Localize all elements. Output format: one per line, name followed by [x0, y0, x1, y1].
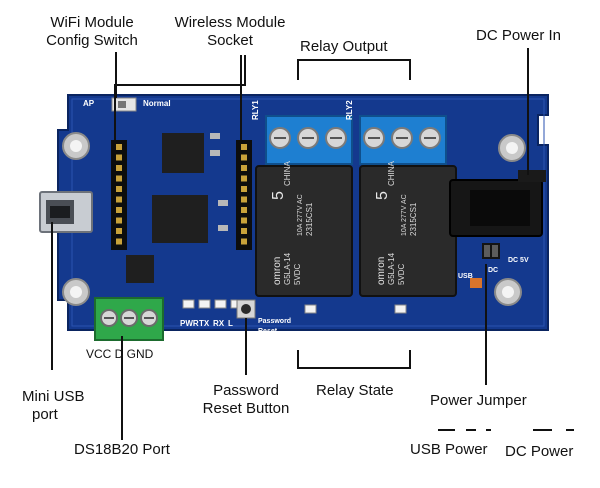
- relay-1-model-number: 5: [270, 191, 287, 200]
- silk-usb: USB: [458, 273, 473, 280]
- header-pin: [116, 217, 122, 224]
- header-pin: [241, 154, 247, 161]
- silk-pwr: PWR: [180, 319, 199, 328]
- silk-dc: DC: [488, 267, 498, 274]
- silk-l: L: [228, 319, 233, 328]
- relay-2-brand: omron: [376, 257, 387, 285]
- terminal-screws: [269, 127, 441, 149]
- silk-rly1: RLY1: [251, 100, 260, 120]
- header-pin: [241, 196, 247, 203]
- silk-dc-5v: DC 5V: [508, 257, 529, 264]
- callout-wifi-switch-line2: Config Switch: [46, 32, 138, 49]
- relay-2: [359, 165, 457, 297]
- callout-mini-usb-line1: Mini USB: [22, 388, 85, 405]
- wireless-socket-headers: [111, 140, 252, 250]
- header-pin: [116, 196, 122, 203]
- header-pin: [116, 186, 122, 192]
- callout-wifi-switch: WiFi Module Config Switch: [34, 14, 150, 50]
- header-pin: [241, 186, 247, 192]
- header-pin: [241, 144, 247, 150]
- header-pin: [241, 238, 247, 245]
- relay-1-part: 2315CS1: [305, 202, 314, 236]
- silk-rly2: RLY2: [345, 100, 354, 120]
- callout-usb-power: USB Power: [410, 441, 488, 458]
- password-reset-button: [236, 299, 256, 319]
- relay-1-rating: 10A 277V AC: [297, 194, 304, 236]
- silk-reset: Reset: [258, 328, 278, 335]
- callout-dc-power: DC Power: [505, 443, 574, 460]
- mounting-holes: [62, 132, 526, 306]
- callout-wifi-switch-line1: WiFi Module: [50, 14, 134, 31]
- callout-password-reset: Password Reset Button: [180, 382, 312, 418]
- header-pins: [116, 144, 247, 245]
- line-relay-output: [297, 59, 411, 80]
- callout-password-reset-line1: Password: [213, 382, 279, 399]
- header-pin: [241, 207, 247, 213]
- relay-2-type: G5LA-14: [387, 252, 396, 285]
- callout-mini-usb-line2: port: [32, 406, 58, 423]
- ic-chips: [126, 133, 208, 283]
- relay-1: [255, 165, 353, 297]
- header-pin: [116, 238, 122, 245]
- header-pin: [116, 165, 122, 171]
- config-switch: [111, 97, 137, 112]
- callout-dc-power-in: DC Power In: [476, 27, 562, 44]
- header-pin: [116, 154, 122, 161]
- callout-ds18b20: DS18B20 Port: [74, 441, 170, 458]
- relay-2-voltage: 5VDC: [397, 263, 406, 285]
- callout-relay-state: Relay State: [316, 382, 394, 399]
- line-socket-left: [114, 55, 246, 140]
- dc-power-jack: [449, 170, 546, 237]
- relay-2-brand-top: CHINA: [387, 160, 396, 186]
- silk-tx: TX: [199, 319, 210, 328]
- callout-wireless-socket: Wireless Module Socket: [160, 14, 300, 50]
- ds18b20-screws: [100, 309, 158, 327]
- header-pin: [241, 228, 247, 234]
- header-pin: [116, 207, 122, 213]
- callout-wireless-socket-line2: Socket: [207, 32, 253, 49]
- line-relay-state: [297, 350, 411, 369]
- relay-1-markings: CHINA 5 2315CS1 10A 277V AC omron G5LA-1…: [270, 160, 314, 285]
- silk-normal: Normal: [143, 99, 171, 108]
- relay-1-brand: omron: [272, 257, 283, 285]
- power-jumper: [482, 243, 500, 259]
- header-pin: [116, 175, 122, 182]
- silk-rx: RX: [213, 319, 225, 328]
- callout-power-jumper: Power Jumper: [430, 392, 527, 409]
- callout-vcc-d-gnd: VCC D GND: [86, 347, 154, 361]
- header-pin: [116, 144, 122, 150]
- callout-wireless-socket-line1: Wireless Module: [174, 14, 286, 31]
- mini-usb-port: [39, 191, 93, 233]
- callout-lines: [51, 48, 574, 440]
- callout-mini-usb: Mini USB port: [22, 388, 85, 424]
- header-pin: [241, 217, 247, 224]
- silk-ap: AP: [83, 99, 95, 108]
- header-pin: [241, 165, 247, 171]
- relay-2-rating: 10A 277V AC: [401, 194, 408, 236]
- callout-relay-output: Relay Output: [300, 38, 388, 55]
- relay-2-model-number: 5: [374, 191, 391, 200]
- relay-2-markings: CHINA 5 2315CS1 10A 277V AC omron G5LA-1…: [374, 160, 418, 285]
- relay-1-voltage: 5VDC: [293, 263, 302, 285]
- relay-state-leds: [304, 304, 407, 314]
- callout-password-reset-line2: Reset Button: [202, 400, 290, 417]
- silk-password: Password: [258, 318, 291, 325]
- header-pin: [241, 175, 247, 182]
- relay-1-type: G5LA-14: [283, 252, 292, 285]
- header-pin: [116, 228, 122, 234]
- relay-2-part: 2315CS1: [409, 202, 418, 236]
- relay-1-brand-top: CHINA: [283, 160, 292, 186]
